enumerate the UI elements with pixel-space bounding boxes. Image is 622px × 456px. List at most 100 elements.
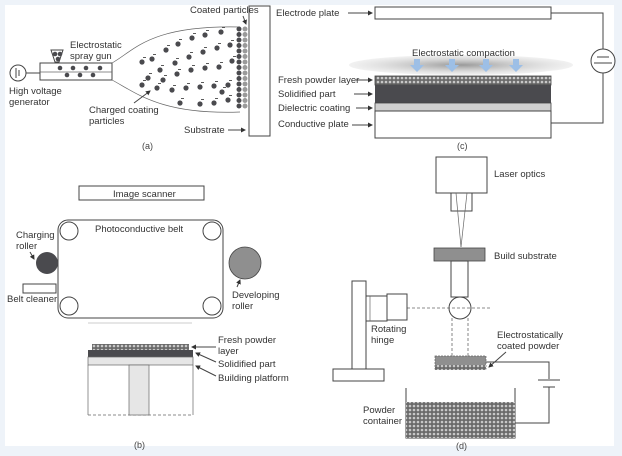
label-belt-cleaner: Belt cleaner bbox=[7, 294, 57, 305]
label-spray-gun: spray gun bbox=[70, 51, 112, 62]
label-photoconductive-belt: Photoconductive belt bbox=[95, 224, 184, 235]
coated-particle bbox=[242, 76, 248, 81]
charged-particle bbox=[218, 29, 224, 35]
hinge-post bbox=[351, 280, 367, 370]
charged-particle bbox=[145, 75, 151, 81]
rotating-hinge bbox=[386, 293, 408, 321]
coated-particle bbox=[242, 26, 248, 32]
down-arrow-icon bbox=[410, 59, 424, 72]
coated-particle bbox=[242, 81, 248, 87]
coated-particle bbox=[236, 54, 242, 59]
coated-particle bbox=[236, 81, 242, 87]
charged-particle bbox=[149, 56, 155, 62]
coated-particle bbox=[236, 43, 242, 48]
label-substrate: Substrate bbox=[184, 125, 225, 136]
label-electrode-plate: Electrode plate bbox=[276, 8, 339, 19]
image-scanner bbox=[78, 185, 205, 201]
charged-particle bbox=[160, 77, 166, 83]
charged-particle bbox=[202, 65, 208, 71]
charged-particle bbox=[189, 35, 195, 41]
charged-particle bbox=[225, 82, 231, 88]
down-arrow-icon bbox=[479, 59, 493, 72]
coated-particle bbox=[242, 92, 248, 98]
charged-particle bbox=[186, 54, 192, 60]
label-electrostatic: Electrostatic bbox=[70, 40, 122, 51]
label-laser-optics: Laser optics bbox=[494, 169, 545, 180]
coated-particle bbox=[242, 54, 248, 59]
caption-d: (d) bbox=[456, 441, 467, 451]
high-voltage-generator-icon bbox=[9, 64, 40, 82]
dielectric-coating bbox=[374, 102, 552, 112]
photoconductive-belt bbox=[57, 219, 224, 319]
charged-particle bbox=[163, 47, 169, 53]
charged-particle bbox=[172, 60, 178, 66]
charged-particle bbox=[202, 32, 208, 38]
conductive-plate bbox=[374, 110, 552, 139]
belt-pulley bbox=[59, 296, 79, 316]
spray-plume-lower bbox=[111, 79, 241, 113]
caption-a: (a) bbox=[142, 141, 153, 151]
label-dielectric-coating: Dielectric coating bbox=[278, 103, 350, 114]
coated-particles bbox=[236, 26, 248, 109]
belt-cleaner bbox=[22, 283, 57, 294]
label-building-platform: Building platform bbox=[218, 373, 289, 384]
coated-particle bbox=[242, 87, 248, 92]
charged-particles bbox=[139, 27, 236, 107]
charged-particle bbox=[211, 83, 217, 89]
panel-b-photoconductive: Image scanner Photoconductive belt Charg… bbox=[7, 185, 289, 450]
charged-particle bbox=[183, 85, 189, 91]
coated-particle bbox=[242, 43, 248, 48]
label-generator: generator bbox=[9, 97, 50, 108]
charged-particle bbox=[216, 64, 222, 70]
fresh-powder-layer-b bbox=[92, 344, 189, 350]
coated-particle bbox=[242, 65, 248, 70]
charged-particle bbox=[229, 58, 235, 64]
label-conductive-plate: Conductive plate bbox=[278, 119, 349, 130]
developing-roller bbox=[228, 246, 262, 280]
fresh-powder-layer bbox=[374, 75, 552, 86]
charged-particle bbox=[169, 87, 175, 93]
charged-particle bbox=[175, 41, 181, 47]
caption-c: (c) bbox=[457, 141, 468, 151]
label-charged-coating: Charged coating bbox=[89, 105, 159, 116]
down-arrow-icon bbox=[509, 59, 523, 72]
coated-particle bbox=[242, 70, 248, 76]
label-high-voltage: High voltage bbox=[9, 86, 62, 97]
label-electrostatically: Electrostatically bbox=[497, 330, 563, 341]
label-layer: layer bbox=[218, 346, 239, 357]
building-platform bbox=[87, 356, 194, 366]
charged-particle bbox=[227, 42, 233, 48]
belt-pulley bbox=[59, 221, 79, 241]
label-electrostatic-compaction: Electrostatic compaction bbox=[412, 48, 515, 59]
charged-particle bbox=[211, 100, 217, 106]
coated-particle bbox=[236, 98, 242, 103]
powder-bed bbox=[406, 402, 515, 438]
coated-particle bbox=[242, 59, 248, 65]
coated-particle bbox=[236, 65, 242, 70]
label-container: container bbox=[363, 416, 402, 427]
coated-particle bbox=[236, 92, 242, 98]
label-fresh-powder-layer: Fresh powder layer bbox=[278, 75, 359, 86]
label-hinge: hinge bbox=[371, 335, 394, 346]
charged-particle bbox=[154, 85, 160, 91]
coated-particle bbox=[236, 76, 242, 81]
panel-d-rotating-build: Laser optics Build substrate Rotating hi… bbox=[332, 156, 563, 451]
spray-gun bbox=[39, 49, 113, 81]
coated-particle bbox=[242, 37, 248, 43]
compaction-arrows bbox=[410, 59, 523, 72]
charged-particle bbox=[197, 101, 203, 107]
charged-particle bbox=[225, 97, 231, 103]
solidified-part-b bbox=[88, 350, 193, 357]
electrode-plate bbox=[374, 6, 552, 20]
hinge-base bbox=[332, 368, 385, 382]
label-developing: Developing bbox=[232, 290, 280, 301]
label-solidified-part-b: Solidified part bbox=[218, 359, 276, 370]
coated-particle bbox=[236, 59, 242, 65]
battery-icon bbox=[590, 48, 616, 74]
charged-particle bbox=[139, 82, 145, 88]
belt-pulley bbox=[202, 296, 222, 316]
coated-particle bbox=[236, 103, 242, 109]
charged-particle bbox=[139, 59, 145, 65]
coated-particle bbox=[242, 48, 248, 54]
